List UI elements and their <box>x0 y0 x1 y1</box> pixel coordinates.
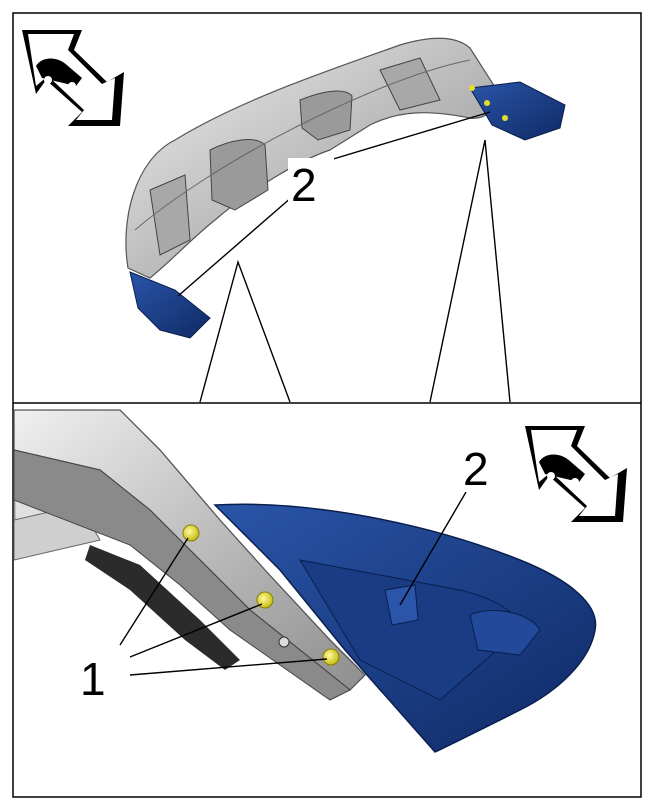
trim-panel-right <box>469 81 566 141</box>
clip-1-top <box>182 524 200 542</box>
callout-box <box>76 645 114 699</box>
detail-panel: 1 2 <box>14 409 627 753</box>
clip-marker <box>469 85 475 91</box>
top-panel: 2 <box>22 30 566 339</box>
zoom-lines-right <box>429 139 511 403</box>
clip-marker <box>502 115 508 121</box>
callout-label: 2 <box>463 443 489 495</box>
leader-line <box>177 189 301 297</box>
callout-label: 1 <box>80 653 106 705</box>
zoom-lines-left <box>199 259 291 403</box>
leader-line <box>329 111 491 161</box>
car-direction-arrow-icon <box>22 30 124 126</box>
clip-marker <box>484 100 490 106</box>
callout-label: 2 <box>291 159 317 211</box>
leader-line <box>399 491 467 606</box>
car-direction-arrow-icon <box>525 426 627 522</box>
callout-box <box>460 440 506 492</box>
trim-panel-left <box>129 271 211 339</box>
callout-box <box>288 158 334 208</box>
leader-line <box>129 658 328 676</box>
leader-line <box>119 537 189 646</box>
clip-1-bottom <box>322 648 340 666</box>
leader-line <box>129 603 263 658</box>
